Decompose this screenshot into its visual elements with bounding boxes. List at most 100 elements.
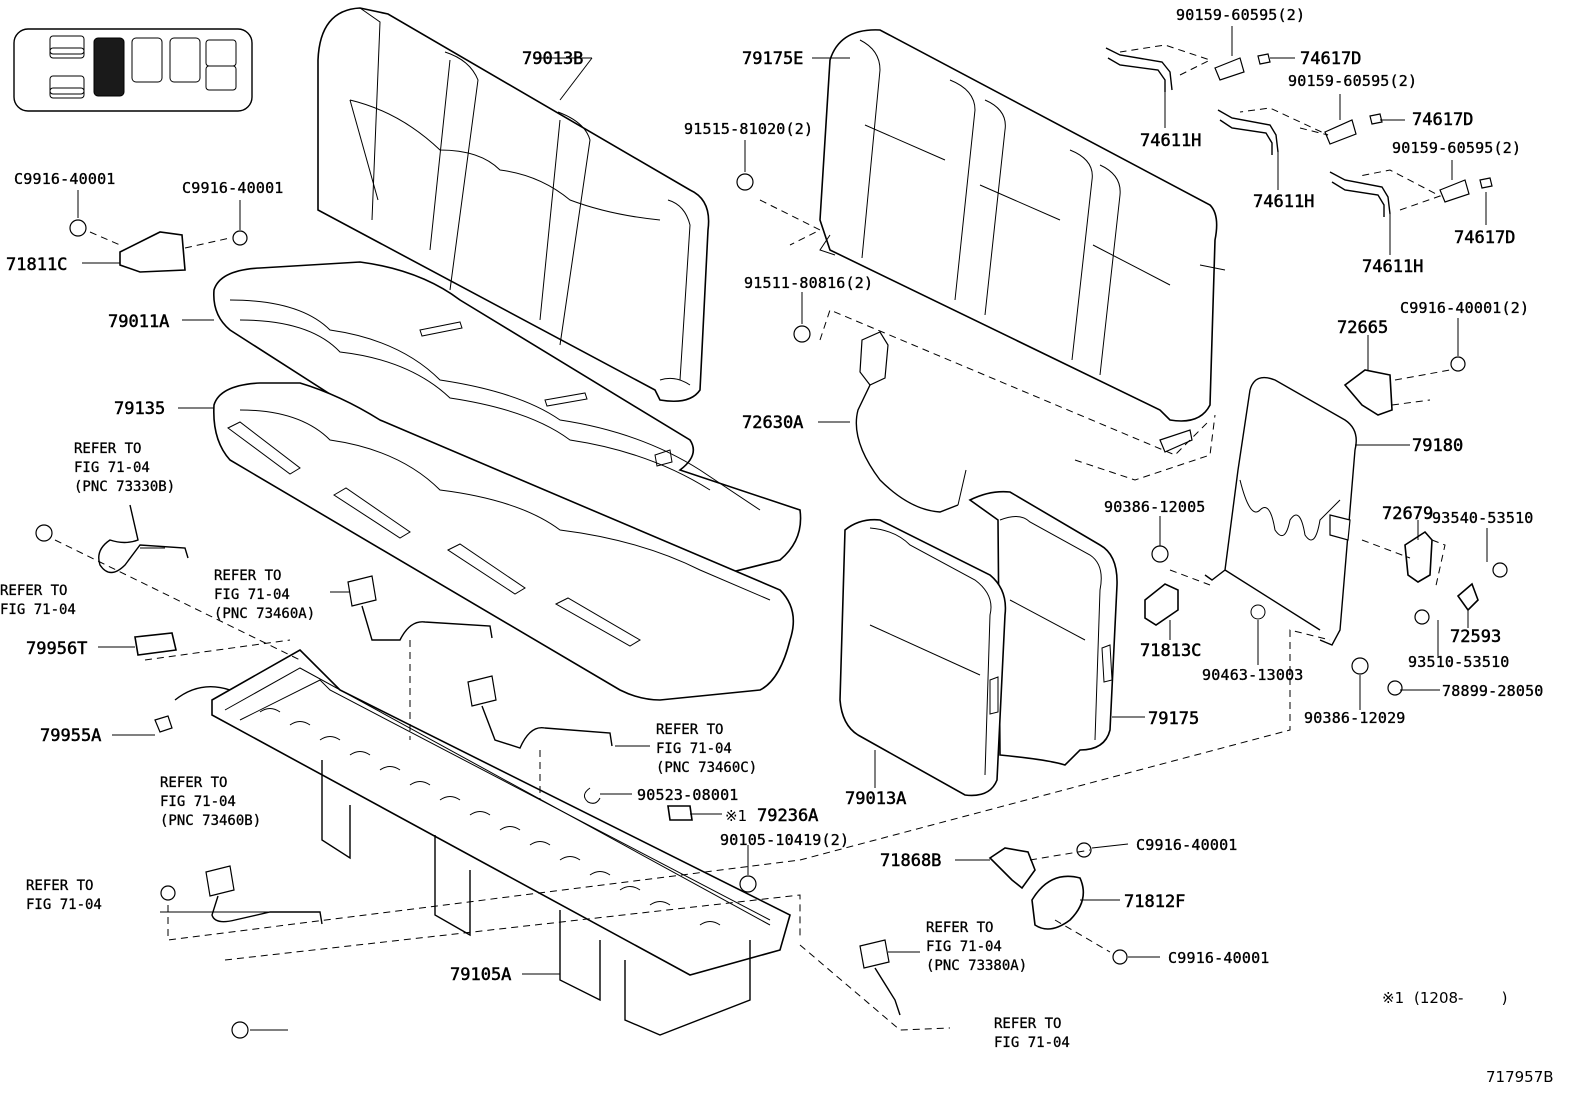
clip-90523[interactable] — [584, 787, 601, 804]
bolt-icon[interactable] — [1214, 57, 1245, 81]
ref-note-73380A[interactable]: REFER TO FIG 71-04 (PNC 73380A) — [926, 920, 1027, 974]
cover-79956T[interactable] — [134, 632, 177, 656]
bolt-icon[interactable] — [1112, 949, 1128, 965]
bolt-icon[interactable] — [1076, 842, 1092, 858]
bolt-icon[interactable] — [35, 524, 53, 542]
nut-icon[interactable] — [1257, 53, 1271, 65]
bolt-icon[interactable] — [1492, 562, 1508, 578]
release-cable-72630A[interactable] — [855, 331, 967, 513]
label-79175E[interactable]: 79175E — [742, 49, 804, 70]
label-72679[interactable]: 72679 — [1382, 504, 1434, 525]
label-71812F[interactable]: 71812F — [1124, 892, 1186, 913]
hinge-bracket-74611H-b[interactable] — [1217, 109, 1279, 155]
clip-90463[interactable] — [1250, 604, 1266, 620]
label-91511-80816[interactable]: 91511-80816(2) — [744, 274, 873, 292]
seat-cushion-pad-79135[interactable] — [213, 382, 795, 701]
bolt-icon[interactable] — [232, 230, 248, 246]
bolt-icon[interactable] — [739, 875, 757, 893]
label-79175[interactable]: 79175 — [1148, 709, 1200, 730]
label-79236A[interactable]: 79236A — [757, 806, 819, 827]
ref-note-73460A[interactable]: REFER TO FIG 71-04 (PNC 73460A) — [214, 568, 315, 622]
hinge-bracket-74611H-c[interactable] — [1329, 171, 1391, 217]
label-90159-60595-b[interactable]: 90159-60595(2) — [1288, 72, 1417, 90]
bolt-icon[interactable] — [1151, 545, 1169, 563]
label-74617D-b[interactable]: 74617D — [1412, 110, 1474, 131]
label-93540-53510[interactable]: 93540-53510 — [1432, 509, 1534, 527]
label-C9916-40001-d[interactable]: C9916-40001 — [1136, 836, 1238, 854]
label-C9916-40001-e[interactable]: C9916-40001 — [1168, 949, 1270, 967]
label-90386-12005[interactable]: 90386-12005 — [1104, 498, 1206, 516]
label-74617D-a[interactable]: 74617D — [1300, 49, 1362, 70]
label-72593[interactable]: 72593 — [1450, 627, 1502, 648]
hinge-bracket-74611H-a[interactable] — [1105, 47, 1173, 92]
seat-cushion-cover-79011A[interactable] — [213, 261, 802, 593]
cap-79236A[interactable] — [667, 805, 693, 821]
ref-note-bolt-left[interactable]: REFER TO FIG 71-04 — [0, 583, 76, 618]
label-79180[interactable]: 79180 — [1412, 436, 1464, 457]
label-79135[interactable]: 79135 — [114, 399, 166, 420]
label-71811C[interactable]: 71811C — [6, 255, 68, 276]
seat-belt-buckle-73460C[interactable] — [467, 675, 613, 749]
cover-71813C[interactable] — [1144, 583, 1179, 626]
label-74617D-c[interactable]: 74617D — [1454, 228, 1516, 249]
label-78899-28050[interactable]: 78899-28050 — [1442, 682, 1544, 700]
label-90523-08001[interactable]: 90523-08001 — [637, 786, 739, 804]
bolt-icon[interactable] — [1324, 119, 1357, 145]
label-90159-60595-c[interactable]: 90159-60595(2) — [1392, 139, 1521, 157]
label-79956T[interactable]: 79956T — [26, 639, 88, 660]
label-90463-13003[interactable]: 90463-13003 — [1202, 666, 1304, 684]
cover-71812F[interactable] — [1031, 875, 1085, 930]
seat-belt-buckle-73380A[interactable] — [859, 939, 901, 1016]
label-72665[interactable]: 72665 — [1337, 318, 1389, 339]
label-79013B[interactable]: 79013B — [522, 49, 584, 70]
label-71813C[interactable]: 71813C — [1140, 641, 1202, 662]
seat-back-79175E[interactable] — [819, 29, 1226, 453]
label-91515-81020[interactable]: 91515-81020(2) — [684, 120, 813, 138]
ref-note-bolt-bottom[interactable]: REFER TO FIG 71-04 — [994, 1016, 1070, 1051]
seat-belt-buckle-73460B[interactable] — [205, 865, 323, 925]
nut-icon[interactable] — [1369, 113, 1383, 125]
label-79013A[interactable]: 79013A — [845, 789, 907, 810]
label-74611H-a[interactable]: 74611H — [1140, 131, 1202, 152]
bolt-icon[interactable] — [1450, 356, 1466, 372]
cover-72665[interactable] — [1343, 369, 1393, 416]
label-93510-53510[interactable]: 93510-53510 — [1408, 653, 1510, 671]
label-90386-12029[interactable]: 90386-12029 — [1304, 709, 1406, 727]
label-90159-60595-a[interactable]: 90159-60595(2) — [1176, 6, 1305, 24]
bolt-icon[interactable] — [69, 219, 87, 237]
label-C9916-40001-b[interactable]: C9916-40001 — [182, 179, 284, 197]
bolt-icon[interactable] — [160, 885, 176, 901]
label-72630A[interactable]: 72630A — [742, 413, 804, 434]
cover-71868B[interactable] — [988, 847, 1036, 890]
ref-note-73330B[interactable]: REFER TO FIG 71-04 (PNC 73330B) — [74, 441, 175, 495]
label-90105-10419[interactable]: 90105-10419(2) — [720, 831, 849, 849]
ref-note-73460C[interactable]: REFER TO FIG 71-04 (PNC 73460C) — [656, 722, 757, 776]
ref-note-73460B[interactable]: REFER TO FIG 71-04 (PNC 73460B) — [160, 775, 261, 829]
bolt-icon[interactable] — [1414, 609, 1430, 625]
seat-frame-79105A[interactable] — [154, 649, 791, 1036]
bolt-icon[interactable] — [1387, 680, 1403, 696]
seat-back-frame-79180[interactable] — [1204, 376, 1357, 646]
bolt-icon[interactable] — [231, 1021, 249, 1039]
label-C9916-40001-a[interactable]: C9916-40001 — [14, 170, 116, 188]
bolt-icon[interactable] — [1351, 657, 1369, 675]
seat-belt-buckle-73330B[interactable] — [98, 504, 189, 574]
label-79105A[interactable]: 79105A — [450, 965, 512, 986]
bolt-icon[interactable] — [1439, 179, 1470, 203]
bolt-icon[interactable] — [793, 325, 811, 343]
seat-back-79013A[interactable] — [839, 518, 1007, 797]
lever-72593[interactable] — [1456, 582, 1479, 612]
label-79955A[interactable]: 79955A — [40, 726, 102, 747]
cover-71811C[interactable] — [119, 231, 186, 273]
seat-belt-buckle-73460A[interactable] — [347, 575, 493, 641]
knob-72679[interactable] — [1404, 530, 1433, 583]
ref-note-bolt-lower-left[interactable]: REFER TO FIG 71-04 — [26, 878, 102, 913]
bench-seat-back-79013B[interactable] — [317, 7, 710, 403]
seat-back-79175[interactable] — [968, 490, 1118, 766]
nut-icon[interactable] — [1479, 177, 1493, 189]
label-C9916-40001-c[interactable]: C9916-40001(2) — [1400, 299, 1529, 317]
label-79011A[interactable]: 79011A — [108, 312, 170, 333]
label-74611H-b[interactable]: 74611H — [1253, 192, 1315, 213]
bolt-icon[interactable] — [736, 173, 754, 191]
label-71868B[interactable]: 71868B — [880, 851, 942, 872]
